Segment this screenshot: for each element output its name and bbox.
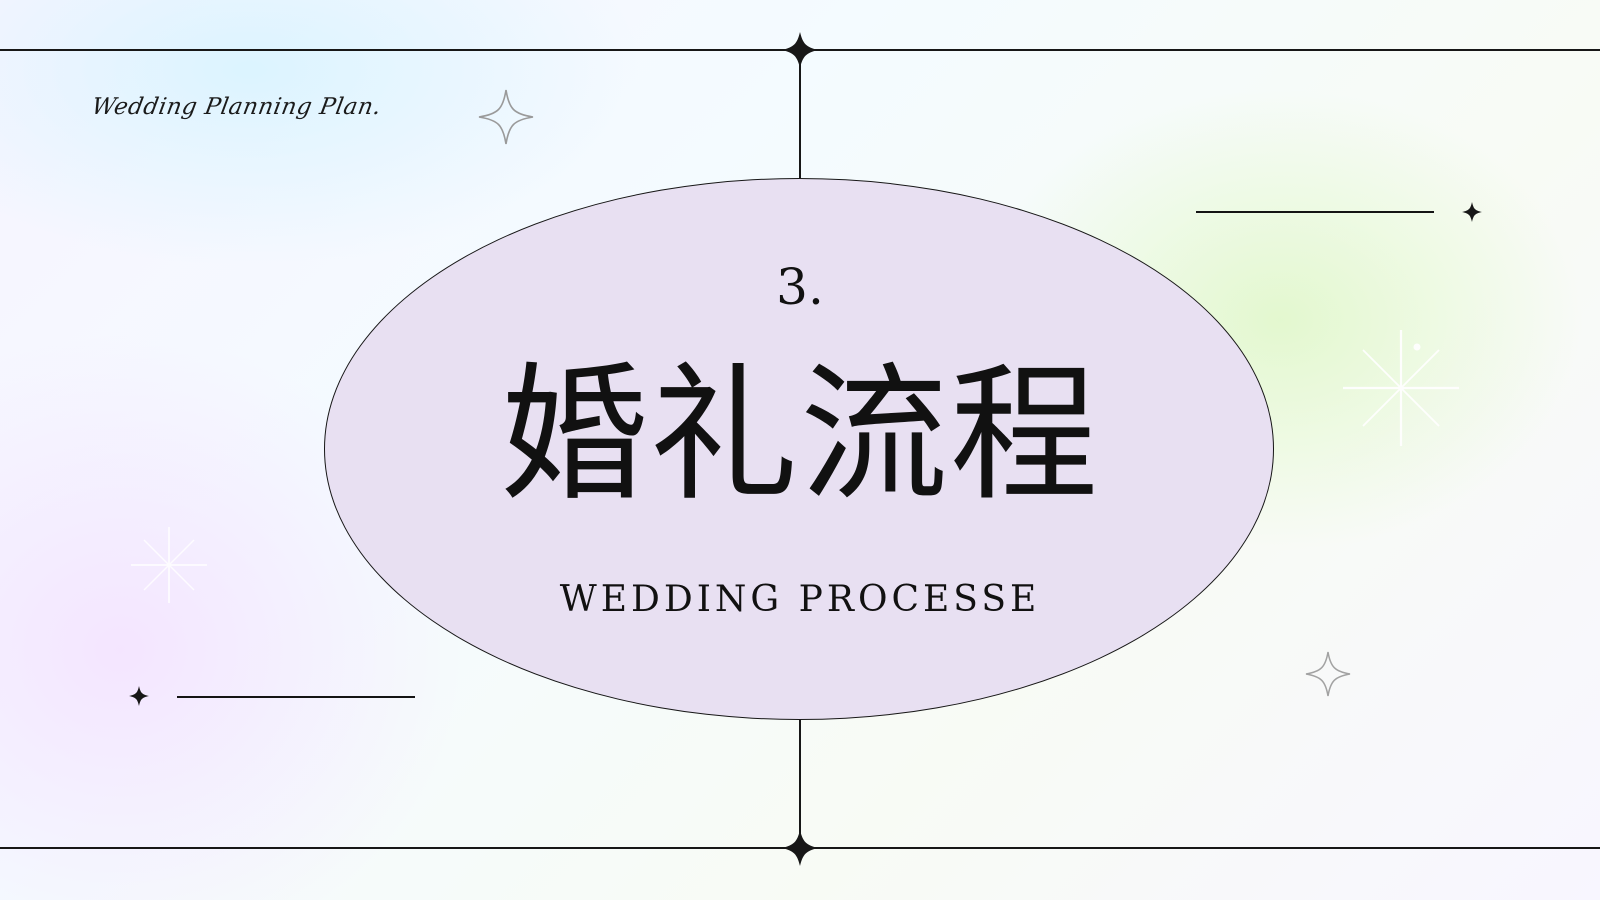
left-glow-sparkle-icon (131, 527, 207, 603)
top-right-divider-line (1196, 211, 1434, 213)
script-title: Wedding Planning Plan. (89, 94, 384, 120)
bottom-left-divider-line (177, 696, 415, 698)
section-number: 3. (776, 258, 824, 316)
right-glow-sparkle-icon (1343, 330, 1459, 446)
top-right-small-star-icon (1462, 202, 1482, 222)
bottom-left-small-star-icon (129, 686, 149, 706)
title-oval (324, 178, 1274, 720)
bottom-center-star-icon (782, 830, 818, 866)
script-sparkle-icon (478, 89, 534, 145)
right-outline-sparkle-icon (1305, 651, 1351, 697)
top-center-star-icon (782, 32, 818, 68)
subtitle: WEDDING PROCESSE (559, 579, 1041, 620)
main-title: 婚礼流程 (500, 349, 1100, 521)
